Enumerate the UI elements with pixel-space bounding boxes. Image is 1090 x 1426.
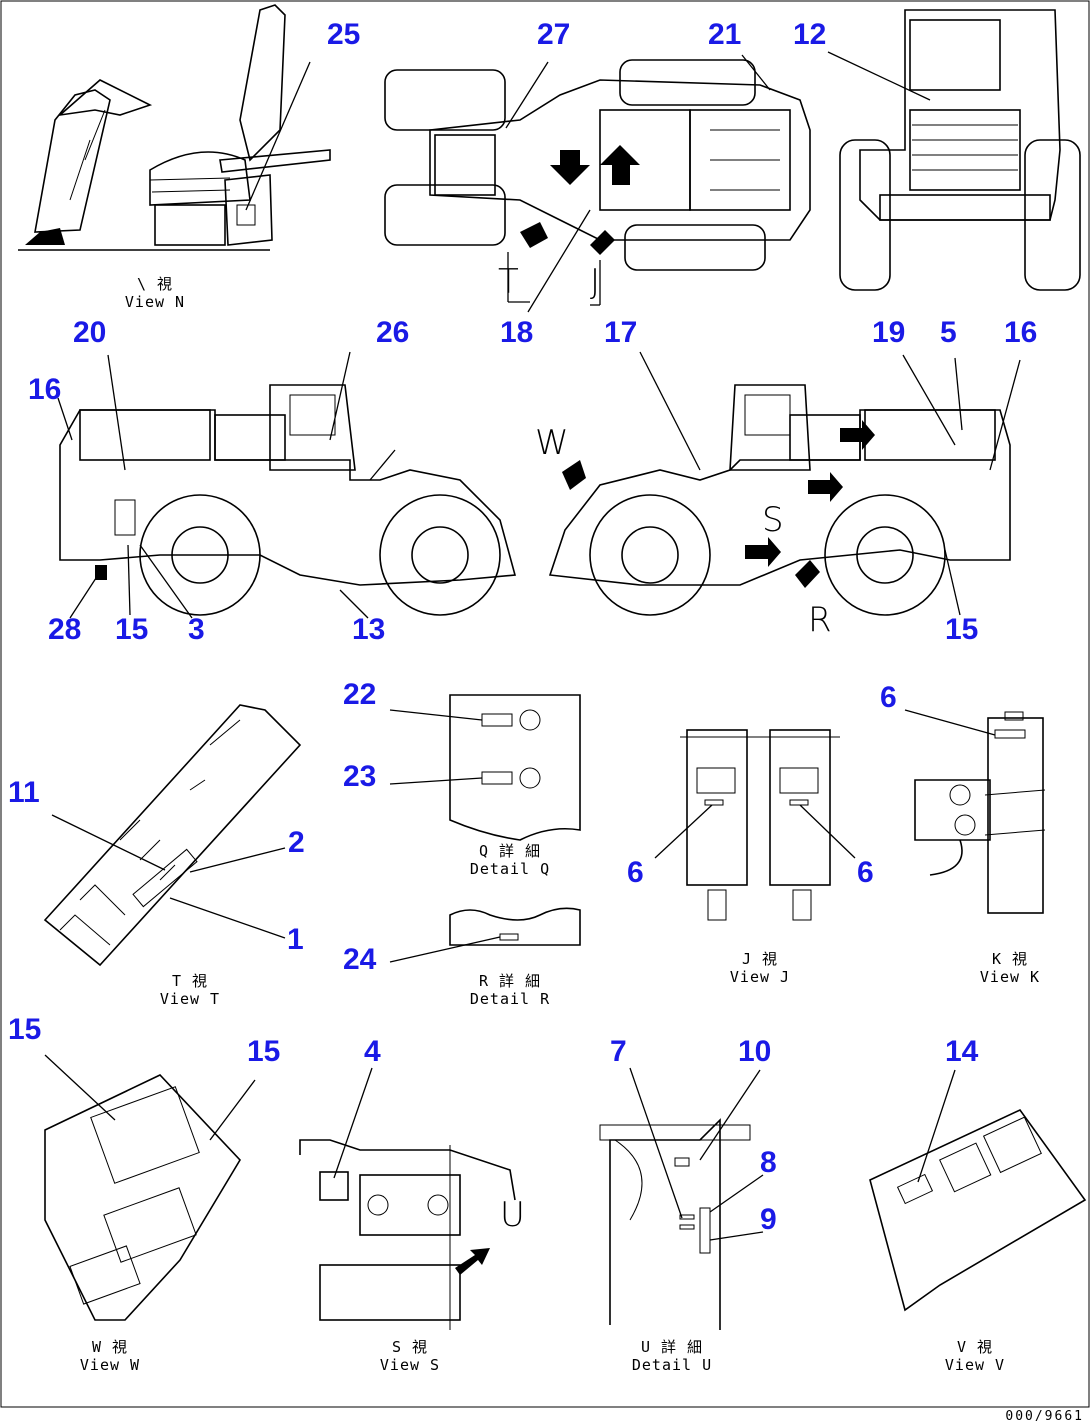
- callout-8[interactable]: 8: [760, 1146, 777, 1179]
- caption-view-n: \ 視 View N: [85, 275, 225, 311]
- caption-view-n-jp: \ 視: [136, 275, 174, 293]
- caption-view-s: S 視 View S: [340, 1338, 480, 1374]
- caption-view-t-en: View T: [159, 990, 221, 1008]
- seat-drawing: [18, 4, 331, 251]
- view-letter-r: R: [808, 600, 832, 640]
- callout-15-view-w-right[interactable]: 15: [247, 1035, 281, 1068]
- callout-6-view-j-right[interactable]: 6: [857, 856, 874, 889]
- side-view-left: [57, 351, 517, 619]
- caption-view-j-en: View J: [729, 968, 791, 986]
- view-letter-w: W: [535, 423, 569, 463]
- callout-13[interactable]: 13: [352, 613, 386, 646]
- callout-2[interactable]: 2: [288, 826, 305, 859]
- caption-view-n-en: View N: [124, 293, 186, 311]
- caption-view-t: T 視 View T: [120, 972, 260, 1008]
- caption-detail-q: Q 詳 細 Detail Q: [440, 842, 580, 878]
- view-j-drawing: [654, 729, 856, 921]
- view-letter-u: U: [500, 1195, 525, 1235]
- callout-6-view-j-left[interactable]: 6: [627, 856, 644, 889]
- caption-view-s-jp: S 視: [391, 1338, 429, 1356]
- callout-26[interactable]: 26: [376, 316, 410, 349]
- caption-detail-r-jp: R 詳 細: [478, 972, 542, 990]
- view-t-drawing: [43, 704, 302, 967]
- detail-q-drawing: [389, 694, 581, 841]
- callout-27[interactable]: 27: [537, 18, 571, 51]
- view-s-drawing: [299, 1067, 516, 1330]
- callout-23[interactable]: 23: [343, 760, 377, 793]
- callout-15-right[interactable]: 15: [945, 613, 979, 646]
- caption-detail-q-jp: Q 詳 細: [478, 842, 542, 860]
- view-v-drawing: [869, 1069, 1087, 1312]
- detail-u-drawing: [599, 1067, 764, 1330]
- caption-view-t-jp: T 視: [171, 972, 209, 990]
- view-letter-s: S: [762, 500, 784, 540]
- callout-3[interactable]: 3: [188, 613, 205, 646]
- caption-detail-u-en: Detail U: [631, 1356, 713, 1374]
- caption-detail-q-en: Detail Q: [469, 860, 551, 878]
- callout-7[interactable]: 7: [610, 1035, 627, 1068]
- detail-r-drawing: [389, 907, 581, 963]
- callout-21[interactable]: 21: [708, 18, 742, 51]
- caption-view-k-en: View K: [979, 968, 1041, 986]
- view-letter-j: J: [590, 262, 601, 302]
- view-w-drawing: [44, 1054, 256, 1321]
- callout-6-view-k[interactable]: 6: [880, 681, 897, 714]
- callout-18[interactable]: 18: [500, 316, 534, 349]
- front-view-machine: [827, 9, 1081, 291]
- callout-22[interactable]: 22: [343, 678, 377, 711]
- view-letter-t: T: [498, 262, 519, 302]
- callout-28[interactable]: 28: [48, 613, 82, 646]
- view-k-drawing: [904, 709, 1046, 914]
- caption-detail-u-jp: U 詳 細: [640, 1338, 704, 1356]
- side-view-right: [548, 351, 1021, 616]
- caption-view-s-en: View S: [379, 1356, 441, 1374]
- callout-5[interactable]: 5: [940, 316, 957, 349]
- callout-20[interactable]: 20: [73, 316, 107, 349]
- callout-17[interactable]: 17: [604, 316, 638, 349]
- callout-1[interactable]: 1: [287, 923, 304, 956]
- callout-15-left[interactable]: 15: [115, 613, 149, 646]
- caption-view-w-en: View W: [79, 1356, 141, 1374]
- document-number: 000/9661: [1005, 1409, 1084, 1424]
- caption-view-v-en: View V: [944, 1356, 1006, 1374]
- callout-4[interactable]: 4: [364, 1035, 381, 1068]
- caption-view-j-jp: J 視: [741, 950, 779, 968]
- caption-view-v: V 視 View V: [905, 1338, 1045, 1374]
- caption-detail-r: R 詳 細 Detail R: [440, 972, 580, 1008]
- caption-view-v-jp: V 視: [956, 1338, 994, 1356]
- callout-9[interactable]: 9: [760, 1203, 777, 1236]
- caption-detail-r-en: Detail R: [469, 990, 551, 1008]
- callout-16-right[interactable]: 16: [1004, 316, 1038, 349]
- callout-10[interactable]: 10: [738, 1035, 772, 1068]
- top-view-machine: [384, 54, 811, 313]
- callout-24[interactable]: 24: [343, 943, 377, 976]
- caption-view-k-jp: K 視: [991, 950, 1029, 968]
- callout-11[interactable]: 11: [8, 776, 40, 809]
- callout-19[interactable]: 19: [872, 316, 906, 349]
- callout-12[interactable]: 12: [793, 18, 827, 51]
- caption-view-k: K 視 View K: [940, 950, 1080, 986]
- callout-15-view-w-left[interactable]: 15: [8, 1013, 42, 1046]
- callout-14[interactable]: 14: [945, 1035, 979, 1068]
- callout-25[interactable]: 25: [327, 18, 361, 51]
- caption-view-w: W 視 View W: [40, 1338, 180, 1374]
- caption-view-w-jp: W 視: [91, 1338, 129, 1356]
- caption-view-j: J 視 View J: [690, 950, 830, 986]
- callout-16-left[interactable]: 16: [28, 373, 62, 406]
- caption-detail-u: U 詳 細 Detail U: [602, 1338, 742, 1374]
